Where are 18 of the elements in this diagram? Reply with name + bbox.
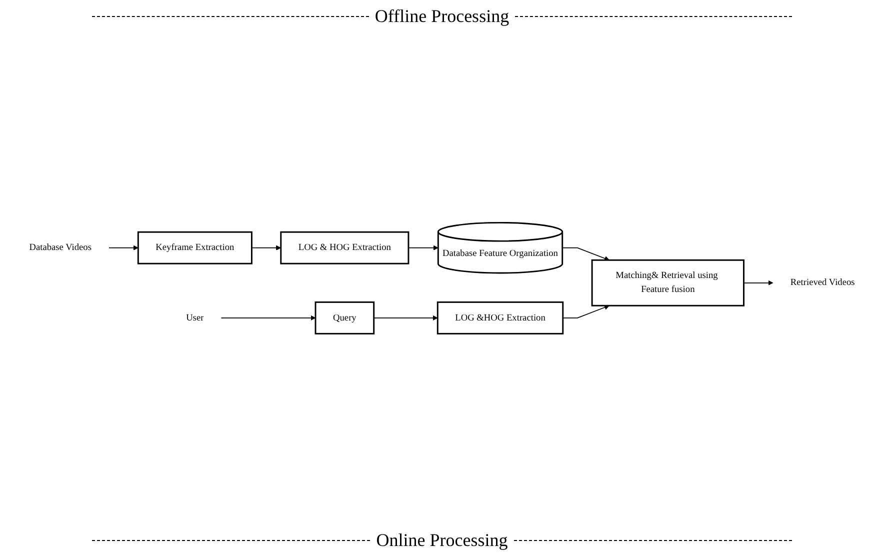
node-box: Keyframe Extraction — [137, 232, 252, 265]
arrow — [408, 246, 438, 251]
arrow — [108, 246, 138, 251]
section-label: Online Processing — [375, 530, 509, 551]
section-label: Offline Processing — [374, 6, 510, 27]
node-text: Retrieved Videos — [790, 278, 855, 288]
node-box: LOG & HOG Extraction — [280, 232, 410, 265]
node-text: Database Videos — [29, 242, 92, 253]
arrow — [251, 246, 282, 251]
arrow — [562, 248, 610, 262]
node-text: User — [186, 313, 204, 323]
arrow — [562, 305, 610, 319]
arrow — [373, 316, 438, 321]
arrow — [743, 280, 774, 286]
node-box: Query — [314, 302, 375, 335]
arrow — [220, 316, 316, 321]
node-box: Matching& Retrieval using Feature fusion — [591, 260, 744, 307]
node-box: LOG &HOG Extraction — [436, 302, 564, 335]
